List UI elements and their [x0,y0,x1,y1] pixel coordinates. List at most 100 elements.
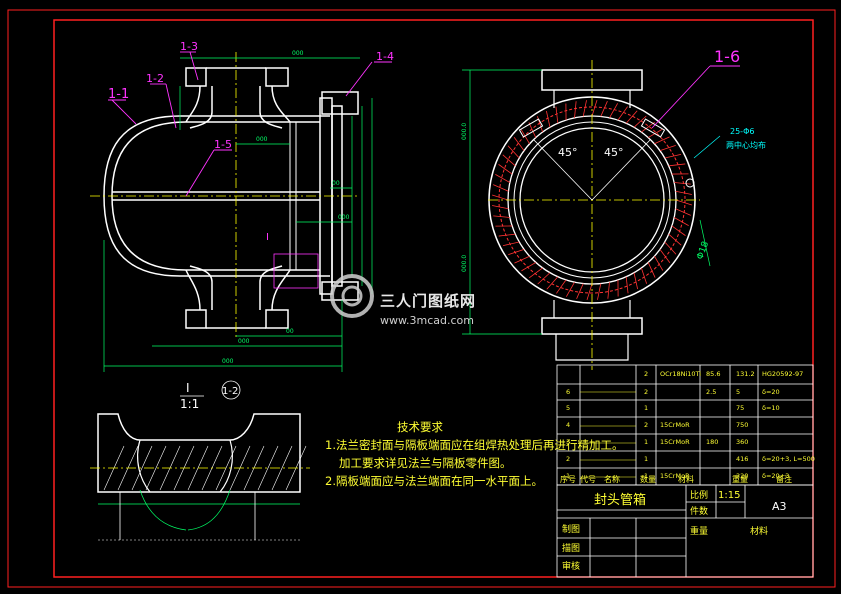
hatch-stroke [514,255,530,264]
table-cell: 1 [644,404,648,412]
hatch-stroke [675,208,691,216]
hatch-stroke [664,241,677,255]
approved-label: 审核 [562,560,580,572]
hatch-stroke [586,283,593,300]
detail-hatch-stroke [215,445,237,491]
table-cell: 6 [566,388,570,396]
table-cell: 15CrMoR [660,438,690,446]
hatch-stroke [529,267,543,279]
detail-hatch-stroke [145,445,167,491]
hatch-stroke [671,225,686,236]
table-cell: 1 [644,455,648,463]
detail-ref: 1-2 [222,386,238,397]
front-centerlines [90,52,360,340]
view-labels: 1-1 1-2 1-3 1-4 1-5 1-6 I 1-2 I 1:1 45° … [108,40,766,411]
side-dim-text: 000.0 000.0 [461,123,468,272]
front-dim-text: 000 000 000 00 000 000 00 [222,50,350,365]
hatch-stroke [591,100,598,117]
label-1-6: 1-6 [714,47,740,66]
svg-text:000: 000 [222,358,234,365]
watermark-brand: 三人门图纸网 [380,292,477,310]
hatch-stroke [654,256,664,271]
hatch-stroke [546,276,559,290]
label-1-2: 1-2 [146,72,164,85]
hatch-stroke [607,282,610,299]
table-cell: 15CrMoR [660,421,690,429]
hatch-stroke [647,262,656,278]
table-cell: 2 [644,421,648,429]
drawing-name: 封头管箱 [594,492,646,508]
hole-note: 25-Φ6 [730,127,754,136]
svg-text:000: 000 [256,136,268,143]
hatch-stroke [609,103,619,119]
hatch-stroke [521,262,536,272]
watermark-url: www.3mcad.com [380,314,474,327]
arc-dim: Φ18 [695,240,711,261]
hatch-stroke [502,241,520,246]
side-angle-lines [533,139,651,201]
front-view [103,67,359,329]
table-cell: HG20592-97 [762,370,803,378]
detail-mark: I [266,232,269,243]
inner-frame [53,19,814,578]
hatch-stroke [600,101,608,117]
hatch-stroke [513,137,525,151]
label-1-4: 1-4 [376,50,394,63]
table-header-cell: 名称 [604,474,620,484]
hatch-stroke [673,217,689,227]
hatch-stroke [502,154,516,167]
svg-text:00: 00 [332,180,340,187]
hatch-stroke [654,136,670,145]
hatch-stroke [508,248,525,256]
table-cell: δ=20 [762,388,780,396]
table-cell: 1 [566,472,570,480]
hatch-stroke [668,163,686,167]
table-cell: 5 [566,404,570,412]
hatch-stroke [576,283,584,299]
table-cell: 4 [566,421,570,429]
hatch-stroke [640,267,648,284]
table-cell: 2 [644,370,648,378]
hatch-stroke [617,106,628,121]
side-dimensions [462,69,711,335]
hatch-stroke [565,281,575,297]
table-cell: δ=20+3 [762,472,789,480]
tech-line-2: 加工要求详见法兰与隔板零件图。 [339,456,512,470]
hatch-stroke [493,215,510,218]
hole-leader [693,135,721,159]
detail-window [273,253,319,289]
table-cell: 2 [644,388,648,396]
drawn-label: 制图 [562,523,580,535]
table-cell: OCr18Ni10Ti [660,370,701,378]
detail-view [90,413,310,541]
table-cell: 180 [706,438,718,446]
svg-text:000.0: 000.0 [461,123,468,140]
side-callout [651,65,740,129]
count-label: 件数 [690,505,708,517]
tech-heading: 技术要求 [397,420,443,434]
label-1-5: 1-5 [214,138,232,151]
svg-text:000: 000 [238,338,250,345]
table-cell: 1 [644,472,648,480]
hatch-stroke [507,145,520,159]
hatch-stroke [546,110,551,128]
hatch-stroke [597,283,602,300]
table-cell: δ=20+3, L=500 [762,455,815,463]
hatch-stroke [520,129,530,144]
hatch-stroke [537,272,551,285]
hatch-stroke [493,184,509,192]
detail-title: I [186,381,190,395]
table-cell: 220 [736,472,748,480]
table-header-cell: 序号 [560,474,576,484]
table-cell: 2 [566,455,570,463]
table-cell: 131.2 [736,370,755,378]
table-header-cell: 备注 [776,474,792,484]
hatch-stroke [495,173,511,183]
hatch-stroke [556,279,567,294]
svg-text:000: 000 [292,50,304,57]
tech-line-3: 2.隔板端面应与法兰端面在同一水平面上。 [325,474,543,488]
hatch-stroke [492,194,509,201]
hatch-stroke [659,249,671,263]
hatch-stroke [498,233,516,237]
